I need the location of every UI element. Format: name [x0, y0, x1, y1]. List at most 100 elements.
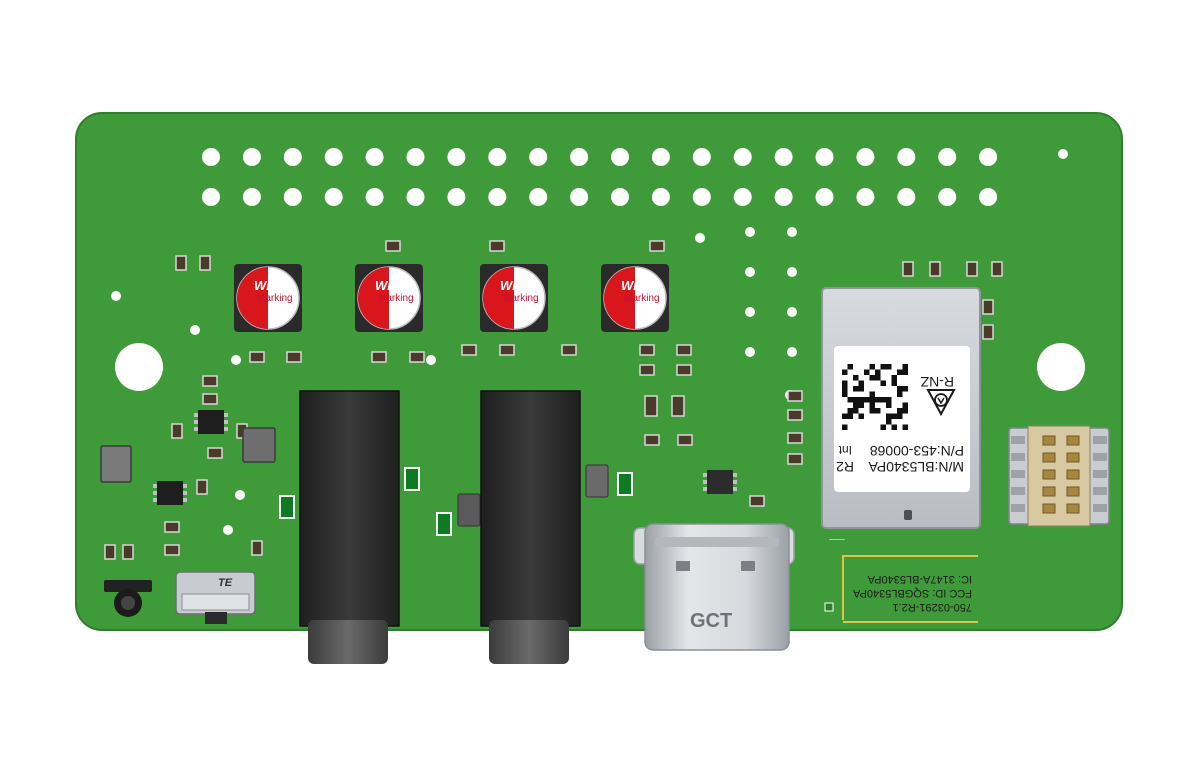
- capacitor-logo: WE: [500, 278, 521, 293]
- header-lead: [1011, 453, 1025, 461]
- header-lead: [1093, 504, 1107, 512]
- header-hole: [611, 148, 629, 166]
- header-pin: [1066, 486, 1080, 497]
- green-part: [404, 467, 420, 491]
- capacitor-4: WE Marking: [601, 264, 669, 332]
- header-lead: [1011, 470, 1025, 478]
- header-hole: [897, 188, 916, 206]
- header-hole: [529, 188, 548, 206]
- smd-part: [929, 261, 941, 277]
- qr-cell: [869, 375, 875, 381]
- capacitor-logo: WE: [621, 278, 642, 293]
- smd-part: [104, 544, 116, 560]
- qr-cell: [902, 408, 908, 414]
- header-hole: [406, 188, 425, 206]
- fiducial-hole: [1058, 149, 1068, 159]
- via: [190, 325, 200, 335]
- header-pin: [1042, 486, 1056, 497]
- ic-chip-center: [703, 470, 737, 494]
- header-hole: [365, 148, 384, 166]
- smd-part: [385, 240, 401, 252]
- via: [695, 233, 705, 243]
- ic-chip-upper: [194, 410, 228, 434]
- qr-cell: [864, 397, 870, 403]
- smd-part: [787, 432, 803, 444]
- header-pin: [1066, 469, 1080, 480]
- capacitor-marking: Marking: [503, 293, 539, 304]
- fcc-id-silkscreen: FCC ID: SQGBL5340PA: [852, 587, 972, 599]
- header-hole: [733, 188, 752, 206]
- smd-part: [677, 434, 693, 446]
- qr-cell: [880, 397, 886, 403]
- capacitor-1: WE Marking: [234, 264, 302, 332]
- smd-part: [196, 479, 208, 495]
- qr-cell: [853, 402, 859, 408]
- header-hole: [692, 148, 711, 166]
- qr-cell: [858, 397, 864, 403]
- header-hole: [651, 188, 670, 206]
- qr-cell: [864, 369, 870, 375]
- ic-chip-lower: [153, 481, 187, 505]
- header-hole: [979, 148, 998, 166]
- header-hole: [733, 148, 752, 166]
- header-hole: [938, 148, 957, 166]
- header-hole: [897, 148, 916, 166]
- via: [745, 307, 755, 317]
- qr-cell: [875, 408, 881, 414]
- header-hole: [774, 188, 793, 206]
- qr-cell: [891, 380, 897, 386]
- capacitor-marking: Marking: [257, 293, 293, 304]
- header-hole: [283, 148, 302, 166]
- qr-cell: [842, 380, 848, 386]
- smd-part: [671, 395, 685, 417]
- qr-cell: [869, 397, 875, 403]
- qr-cell: [891, 424, 897, 430]
- qr-cell: [880, 380, 886, 386]
- header-hole: [611, 188, 629, 206]
- qr-cell: [897, 386, 903, 392]
- header-hole: [979, 188, 998, 206]
- smd-part: [649, 240, 665, 252]
- green-part: [436, 512, 452, 536]
- inductor: [242, 427, 276, 463]
- qr-cell: [853, 408, 859, 414]
- qr-cell: [902, 402, 908, 408]
- capacitor-marking: Marking: [624, 293, 660, 304]
- header-hole: [774, 148, 793, 166]
- smd-part: [251, 540, 263, 556]
- smd-part: [991, 261, 1003, 277]
- header-hole: [324, 148, 343, 166]
- via: [745, 347, 755, 357]
- qr-cell: [869, 408, 875, 414]
- qr-cell: [847, 364, 853, 370]
- qr-cell: [842, 424, 848, 430]
- header-lead: [1011, 504, 1025, 512]
- part-number: P/N:453-00068: [870, 443, 964, 459]
- header-pin: [1066, 503, 1080, 514]
- via: [426, 355, 436, 365]
- qr-cell: [902, 369, 908, 375]
- smd-part: [966, 261, 978, 277]
- via: [787, 267, 797, 277]
- smd-part: [676, 364, 692, 376]
- header-hole: [406, 148, 425, 166]
- header-hole: [488, 188, 507, 206]
- module-revision: R2: [836, 459, 854, 475]
- usb-c-connector: GCT: [633, 523, 795, 651]
- header-hole: [242, 188, 261, 206]
- via: [745, 267, 755, 277]
- header-pins: [1011, 435, 1107, 514]
- capacitor-marking: Marking: [378, 293, 414, 304]
- header-hole: [856, 148, 875, 166]
- smd-part: [644, 395, 658, 417]
- qr-cell: [853, 386, 859, 392]
- header-hole: [570, 148, 589, 166]
- header-pin: [1066, 435, 1080, 446]
- smd-part: [787, 453, 803, 465]
- antenna-area: [824, 540, 978, 623]
- smd-part: [171, 423, 183, 439]
- smd-part: [207, 447, 223, 459]
- certification-label: R-NZ: [920, 374, 954, 390]
- smd-part: [749, 495, 765, 507]
